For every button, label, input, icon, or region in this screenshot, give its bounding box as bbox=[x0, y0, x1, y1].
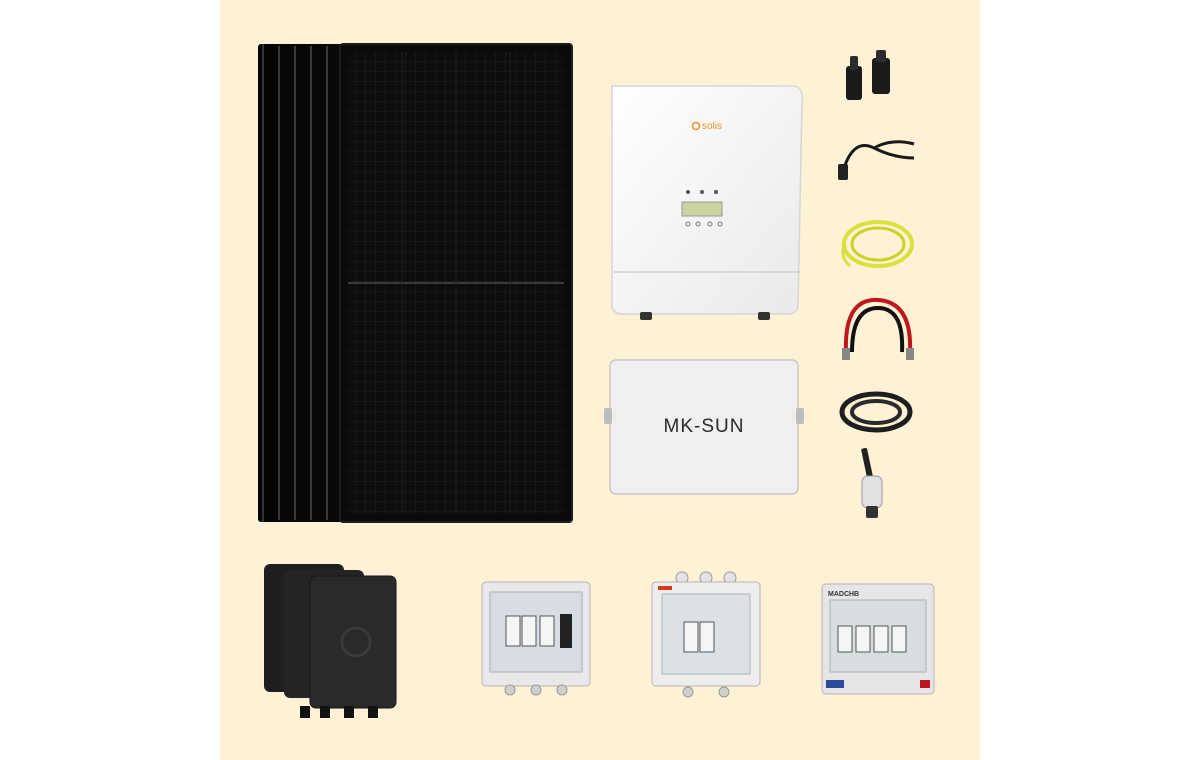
cable-icon bbox=[839, 391, 913, 433]
junction-box-icon bbox=[481, 581, 591, 696]
mk-sun-battery: MK-SUN bbox=[604, 358, 804, 498]
microinverter-icon bbox=[264, 564, 397, 718]
grid-protection-box: MADCHB bbox=[818, 580, 938, 700]
ac-junction-box bbox=[648, 568, 764, 698]
inverter-icon: solis bbox=[611, 85, 804, 320]
solis-inverter: solis bbox=[606, 82, 806, 322]
wifi-stick bbox=[850, 446, 900, 526]
solar-panel-icon bbox=[258, 43, 573, 523]
cable-icon bbox=[841, 220, 914, 268]
microinverter-stack bbox=[260, 556, 410, 722]
dc-junction-box bbox=[478, 578, 594, 698]
inverter-brand: solis bbox=[702, 121, 722, 132]
battery-brand: MK-SUN bbox=[664, 416, 745, 437]
mc4-connector-icon bbox=[846, 50, 890, 100]
earth-cable bbox=[836, 214, 920, 274]
junction-box-icon bbox=[651, 571, 761, 698]
junction-box-icon: MADCHB bbox=[821, 583, 935, 695]
y-branch-cable bbox=[834, 128, 924, 188]
cable-icon bbox=[842, 297, 914, 360]
wifi-stick-icon bbox=[861, 448, 883, 518]
battery-cables bbox=[832, 290, 924, 364]
battery-icon: MK-SUN bbox=[604, 359, 804, 495]
communication-cable bbox=[834, 384, 918, 438]
grid-box-brand: MADCHB bbox=[828, 591, 859, 598]
solar-panel-stack bbox=[256, 42, 576, 527]
product-kit-scene: solis MK-SUN bbox=[220, 0, 980, 760]
cable-icon bbox=[838, 140, 915, 180]
connectors bbox=[832, 46, 912, 106]
